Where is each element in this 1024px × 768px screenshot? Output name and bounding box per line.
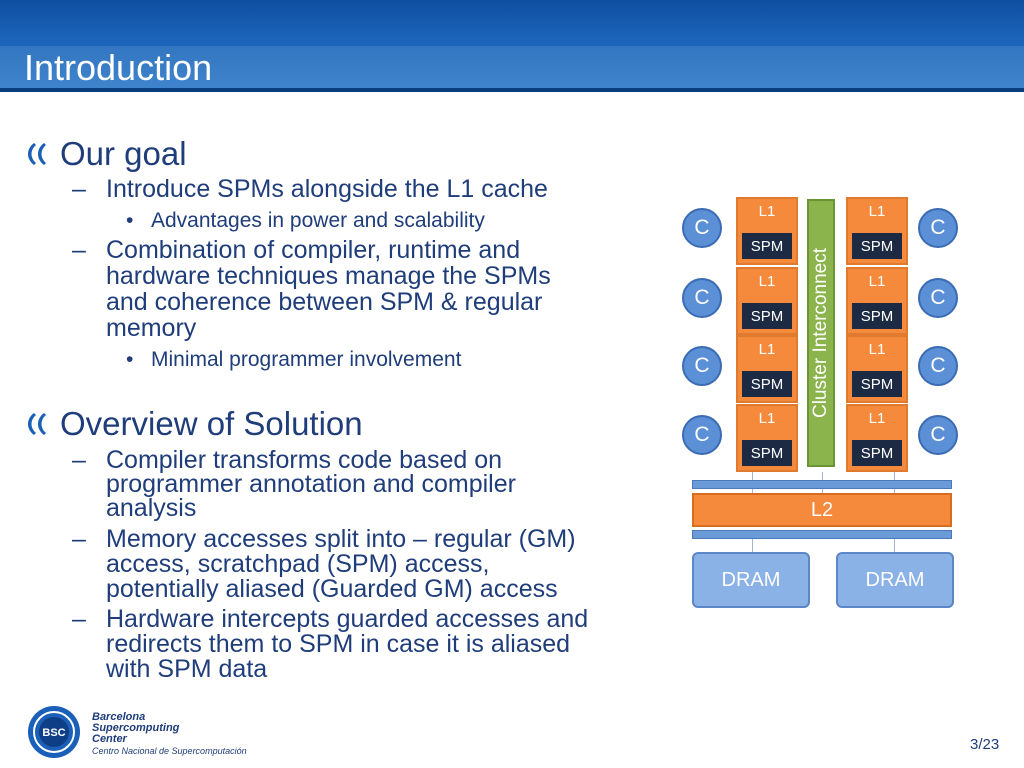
item-compiler-line2: programmer annotation and compiler	[106, 470, 516, 498]
item-combination-line1: Combination of compiler, runtime and	[106, 236, 521, 264]
org-line1: Barcelona	[92, 711, 146, 723]
bullet-marker-icon	[28, 413, 46, 435]
org-line3: Center	[92, 733, 127, 745]
l1-label: L1	[868, 341, 886, 358]
dash-bullet: –	[72, 446, 86, 474]
item-memory-line3: potentially aliased (Guarded GM) access	[106, 575, 558, 603]
org-name: Barcelona Supercomputing Center	[92, 712, 179, 745]
upper-bus	[692, 480, 952, 489]
l1-label: L1	[758, 341, 776, 358]
l1-spm-block: L1 SPM	[846, 404, 908, 472]
interconnect-label: Cluster Interconnect	[810, 247, 831, 419]
core-node: C	[918, 346, 958, 386]
dram-block-left: DRAM	[692, 552, 810, 608]
header-band	[0, 46, 1024, 88]
item-compiler-line1: Compiler transforms code based on	[106, 446, 503, 474]
connector-line	[752, 536, 753, 554]
spm-label: SPM	[852, 233, 902, 259]
heading-our-goal: Our goal	[60, 135, 187, 172]
item-hardware-line1: Hardware intercepts guarded accesses and	[106, 605, 589, 633]
spm-label: SPM	[852, 303, 902, 329]
core-node: C	[682, 346, 722, 386]
l1-spm-block: L1 SPM	[846, 267, 908, 335]
core-node: C	[682, 415, 722, 455]
item-hardware-line2: redirects them to SPM in case it is alia…	[106, 630, 571, 658]
l1-spm-block: L1 SPM	[736, 197, 798, 265]
slide-header: Introduction	[0, 0, 1024, 92]
connector-line	[894, 536, 895, 554]
item-minimal-programmer: Minimal programmer involvement	[151, 348, 462, 371]
l1-label: L1	[868, 410, 886, 427]
l1-label: L1	[758, 410, 776, 427]
core-node: C	[682, 278, 722, 318]
spm-label: SPM	[742, 303, 792, 329]
item-memory-line2: access, scratchpad (SPM) access,	[106, 550, 490, 578]
l1-label: L1	[758, 203, 776, 220]
spm-label: SPM	[742, 371, 792, 397]
l1-spm-block: L1 SPM	[736, 267, 798, 335]
dash-bullet: –	[72, 175, 86, 203]
slide-title: Introduction	[24, 47, 213, 88]
l1-spm-block: L1 SPM	[736, 404, 798, 472]
core-node: C	[918, 278, 958, 318]
l1-label: L1	[758, 273, 776, 290]
item-combination-line2: hardware techniques manage the SPMs	[106, 262, 551, 290]
heading-overview: Overview of Solution	[60, 405, 363, 442]
bsc-logo-icon: BSC	[28, 706, 80, 758]
l1-label: L1	[868, 273, 886, 290]
core-node: C	[682, 208, 722, 248]
item-combination-line3: and coherence between SPM & regular	[106, 288, 543, 316]
l2-cache: L2	[692, 493, 952, 527]
spm-label: SPM	[852, 440, 902, 466]
spm-label: SPM	[742, 440, 792, 466]
l1-label: L1	[868, 203, 886, 220]
l1-spm-block: L1 SPM	[736, 335, 798, 403]
spm-label: SPM	[852, 371, 902, 397]
page-number: 3/23	[970, 736, 1000, 753]
org-line2: Supercomputing	[92, 722, 180, 734]
dash-bullet: –	[72, 525, 86, 553]
item-introduce-spms: Introduce SPMs alongside the L1 cache	[106, 175, 548, 203]
spm-label: SPM	[742, 233, 792, 259]
bullet-marker-icon	[28, 143, 46, 165]
lower-bus	[692, 530, 952, 539]
item-memory-line1: Memory accesses split into – regular (GM…	[106, 525, 576, 553]
core-node: C	[918, 415, 958, 455]
dash-bullet: –	[72, 605, 86, 633]
core-node: C	[918, 208, 958, 248]
architecture-diagram: C L1 SPM L1 SPM C C L1 SPM L1 SPM C C L1…	[670, 190, 970, 620]
l1-spm-block: L1 SPM	[846, 335, 908, 403]
item-advantages: Advantages in power and scalability	[151, 209, 485, 232]
l1-spm-block: L1 SPM	[846, 197, 908, 265]
slide-content: Our goal – Introduce SPMs alongside the …	[28, 135, 589, 683]
org-subtitle: Centro Nacional de Supercomputación	[92, 746, 247, 756]
dash-bullet: –	[72, 236, 86, 264]
dram-block-right: DRAM	[836, 552, 954, 608]
cluster-interconnect: Cluster Interconnect	[807, 199, 835, 467]
item-hardware-line3: with SPM data	[106, 655, 268, 683]
item-combination-line4: memory	[106, 314, 197, 342]
dot-bullet: •	[126, 209, 134, 232]
dot-bullet: •	[126, 348, 134, 371]
item-compiler-line3: analysis	[106, 494, 197, 522]
logo-text: BSC	[42, 727, 65, 739]
